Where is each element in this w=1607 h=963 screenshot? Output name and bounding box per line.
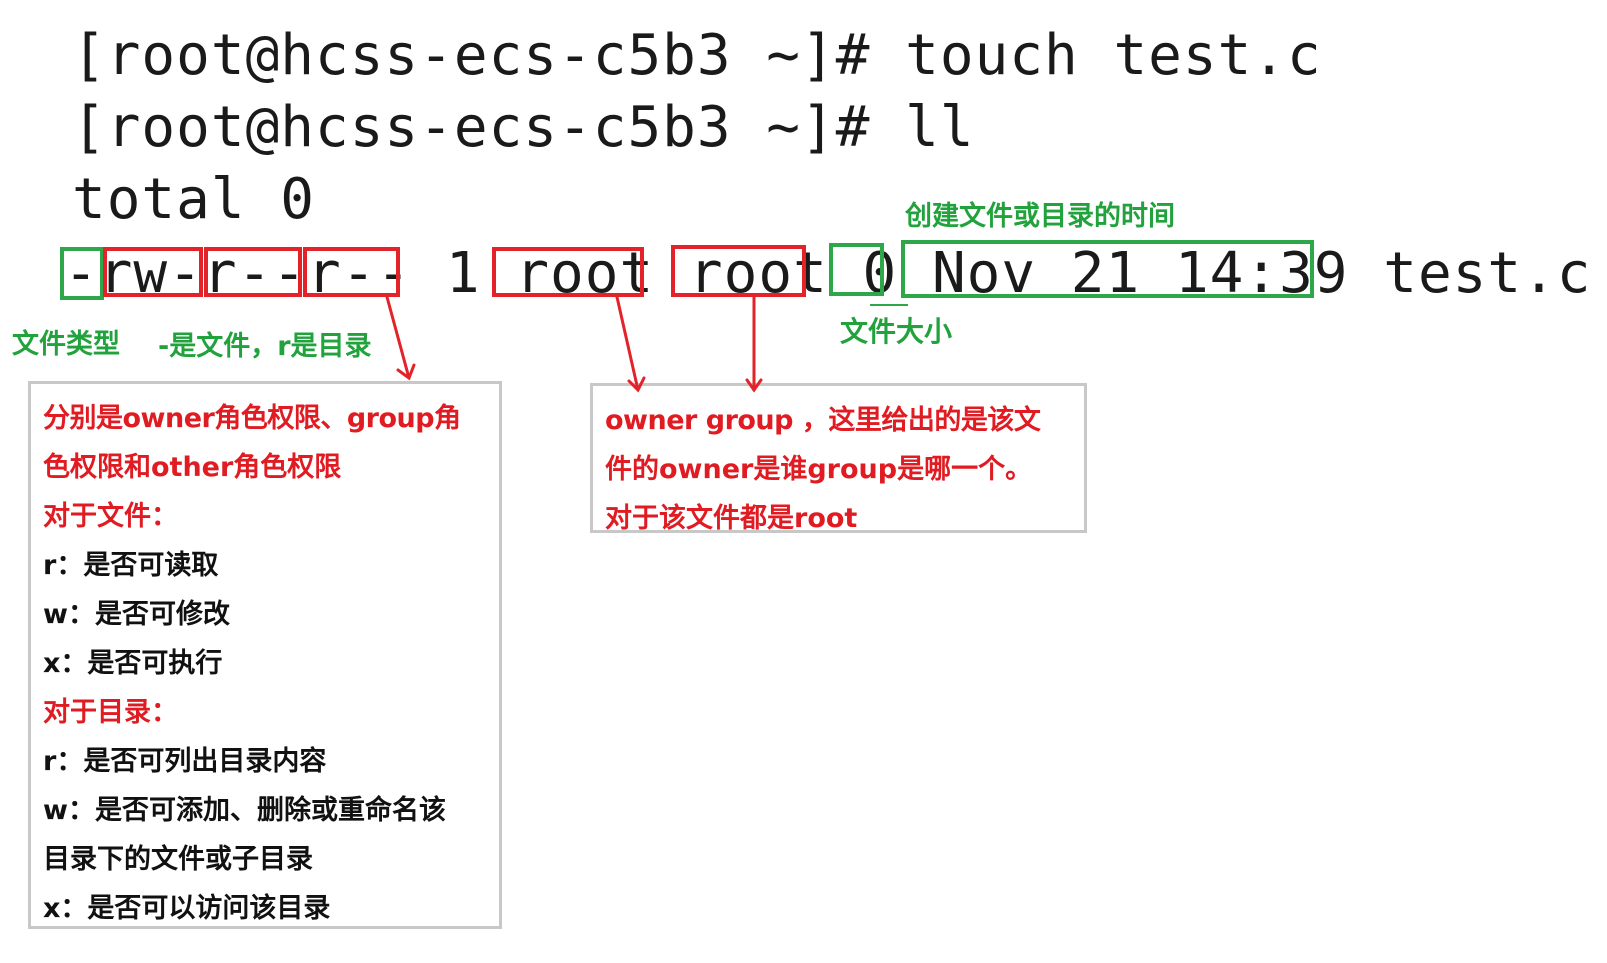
other-perm-highlight <box>303 247 400 297</box>
type-note: -是文件，r是目录 <box>158 331 372 362</box>
perm-note-line: r：是否可读取 <box>43 550 219 581</box>
owner-note-line: 对于该文件都是root <box>605 503 858 534</box>
time-highlight <box>901 240 1314 298</box>
perm-note-heading-file: 对于文件： <box>43 501 178 532</box>
time-label: 创建文件或目录的时间 <box>905 201 1175 232</box>
group-highlight <box>671 245 806 297</box>
perm-note-line: 分别是owner角色权限、group角 <box>43 403 461 434</box>
owner-note-line: 件的owner是谁group是哪一个。 <box>605 454 1033 485</box>
terminal-line-total: total 0 <box>72 167 316 232</box>
perm-note-line: r：是否可列出目录内容 <box>43 746 327 777</box>
perm-note-heading-dir: 对于目录： <box>43 697 178 728</box>
perm-note-line: w：是否可添加、删除或重命名该 <box>43 795 446 826</box>
terminal-line-ll: [root@hcss-ecs-c5b3 ~]# ll <box>72 95 975 160</box>
other-permissions: r-- <box>307 241 412 306</box>
file-owner: root <box>515 241 655 306</box>
link-count: 1 <box>445 241 481 306</box>
file-type-highlight <box>60 247 104 300</box>
group-permissions: r-- <box>202 241 308 306</box>
group-perm-highlight <box>204 247 302 297</box>
type-label: 文件类型 <box>12 329 120 360</box>
size-label: 文件大小 <box>840 315 953 348</box>
arrow-perm-to-note <box>385 295 411 380</box>
file-time: Nov 21 14:39 <box>931 241 1349 306</box>
owner-group-note: owner group ，这里给出的是该文 件的owner是谁group是哪一个… <box>590 383 1087 534</box>
perm-note-line: 色权限和other角色权限 <box>43 452 342 483</box>
file-type-char: - <box>64 241 99 306</box>
file-name: test.c <box>1383 241 1592 306</box>
arrowhead-perm <box>396 363 416 381</box>
perm-note-line: x：是否可执行 <box>43 648 223 679</box>
arrow-owner-to-note <box>615 295 640 392</box>
permissions-note: 分别是owner角色权限、group角 色权限和other角色权限 对于文件： … <box>28 381 502 929</box>
owner-highlight <box>492 247 644 297</box>
terminal-line-touch: [root@hcss-ecs-c5b3 ~]# touch test.c <box>72 23 1322 88</box>
perm-note-line: x：是否可以访问该目录 <box>43 893 331 924</box>
owner-perm-highlight <box>103 247 203 297</box>
size-highlight <box>829 243 884 296</box>
perm-note-line: 目录下的文件或子目录 <box>43 844 313 875</box>
perm-note-line: w：是否可修改 <box>43 599 230 630</box>
owner-note-line: owner group ，这里给出的是该文 <box>605 405 1041 436</box>
size-underline <box>870 304 908 306</box>
owner-permissions: rw- <box>98 241 203 306</box>
